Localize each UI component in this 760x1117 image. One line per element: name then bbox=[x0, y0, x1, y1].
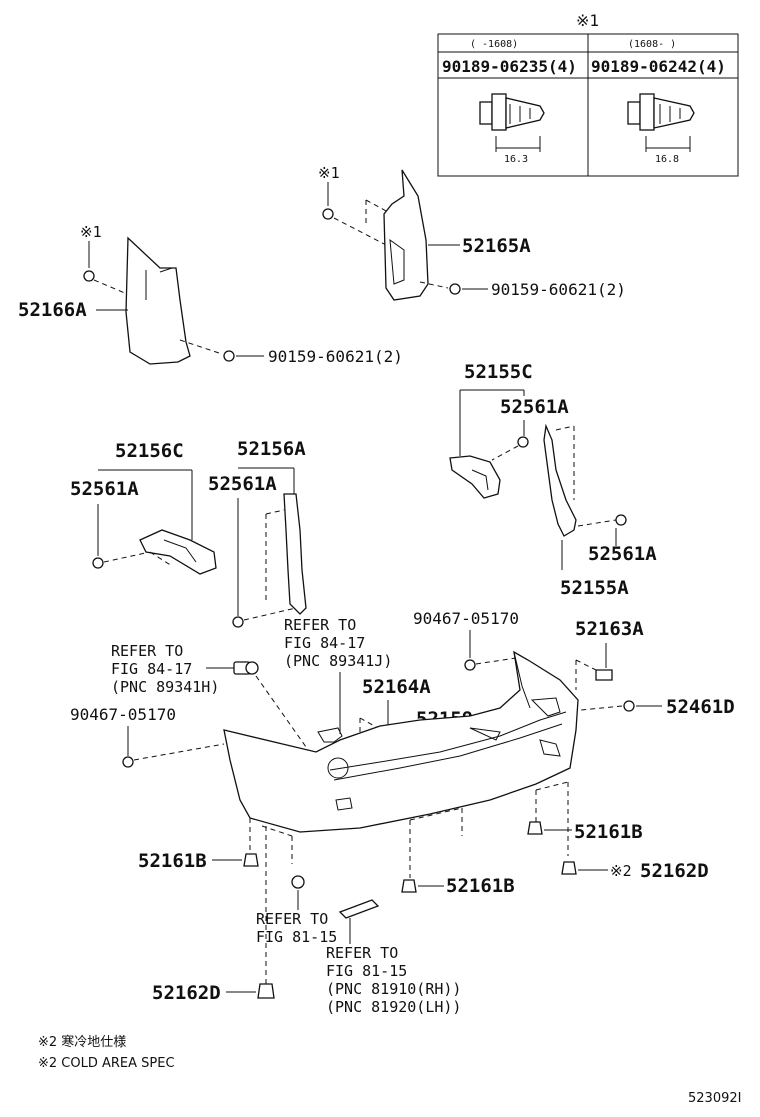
ref-r3-line-2: FIG 81-15 bbox=[256, 928, 337, 946]
part-52156C: 52156C bbox=[115, 440, 184, 462]
mark-1-left: ※1 bbox=[80, 223, 102, 241]
footnote-en: ※2 COLD AREA SPEC bbox=[38, 1056, 175, 1071]
part-52561A-center: 52561A bbox=[208, 473, 277, 495]
clip-52162D-right bbox=[561, 861, 608, 875]
clip-52161B-left bbox=[212, 853, 259, 867]
bolt-90467-05170-left: 90467-05170 bbox=[70, 705, 176, 724]
ref-r1-line-2: FIG 84-17 bbox=[284, 634, 365, 652]
part-52161B-left: 52161B bbox=[138, 850, 207, 872]
part-52155C: 52155C bbox=[464, 361, 533, 383]
part-52162D-right: 52162D bbox=[640, 860, 709, 882]
part-52156A: 52156A bbox=[237, 438, 306, 460]
clip-table-mark: ※1 bbox=[576, 11, 599, 30]
clip-col2-dim: 16.8 bbox=[655, 154, 679, 165]
ref-r4-line-3: (PNC 81910(RH)) bbox=[326, 980, 461, 998]
part-52561A-right-bottom: 52561A bbox=[588, 543, 657, 565]
screw-90159-60621-a: 90159-60621(2) bbox=[491, 280, 626, 299]
part-52164A: 52164A bbox=[362, 676, 431, 698]
pad-52163A bbox=[595, 669, 613, 681]
part-52161B-center: 52161B bbox=[446, 875, 515, 897]
part-52162D-left: 52162D bbox=[152, 982, 221, 1004]
screw-icon bbox=[449, 283, 461, 295]
clip-col2-part: 90189-06242(4) bbox=[591, 57, 726, 76]
clip-icon-06235 bbox=[479, 93, 545, 152]
clip-col2-range: (1608- ) bbox=[628, 39, 676, 50]
ref-r2-line-3: (PNC 89341H) bbox=[111, 678, 219, 696]
part-52156C-drawing bbox=[92, 529, 217, 575]
part-52165A: 52165A bbox=[462, 235, 531, 257]
part-52155A-drawing bbox=[543, 423, 627, 537]
clip-table: ※1 ( -1608) (1608- ) 90189-06235(4) 9018… bbox=[437, 11, 739, 177]
reference-r2: REFER TO FIG 84-17 (PNC 89341H) bbox=[111, 642, 219, 696]
footnote-jp: ※2 寒冷地仕様 bbox=[38, 1034, 126, 1050]
reference-r3: REFER TO FIG 81-15 bbox=[256, 910, 337, 946]
part-52163A: 52163A bbox=[575, 618, 644, 640]
clip-icon-06242 bbox=[627, 93, 695, 152]
part-52166A-drawing: ※1 bbox=[80, 223, 264, 365]
part-52561A-left: 52561A bbox=[70, 478, 139, 500]
ref-r1-line-1: REFER TO bbox=[284, 616, 356, 634]
part-52165A-drawing: ※1 bbox=[318, 164, 488, 301]
screw-90159-60621-b: 90159-60621(2) bbox=[268, 347, 403, 366]
clip-col1-range: ( -1608) bbox=[470, 39, 518, 50]
clip-col1-dim: 16.3 bbox=[504, 154, 528, 165]
bolt-icon-left bbox=[122, 756, 134, 768]
bolt-icon-right bbox=[464, 659, 476, 671]
part-52461D: 52461D bbox=[666, 696, 735, 718]
part-52161B-right: 52161B bbox=[574, 821, 643, 843]
bolt-90467-05170-right: 90467-05170 bbox=[413, 609, 519, 628]
ref-r3-line-1: REFER TO bbox=[256, 910, 328, 928]
reflector-drawing bbox=[338, 899, 380, 919]
clip-icon-left bbox=[83, 270, 95, 282]
ref-r4-line-4: (PNC 81920(LH)) bbox=[326, 998, 461, 1016]
diagram-id: 523092I bbox=[688, 1091, 741, 1106]
clip-col1-part: 90189-06235(4) bbox=[442, 57, 577, 76]
screw-52461D bbox=[623, 700, 635, 712]
sensor-89341J bbox=[317, 727, 343, 743]
part-52155C-drawing bbox=[449, 436, 529, 499]
ref-r3-part bbox=[291, 875, 305, 889]
mark-1-top: ※1 bbox=[318, 164, 340, 182]
reference-r4: REFER TO FIG 81-15 (PNC 81910(RH)) (PNC … bbox=[326, 944, 461, 1016]
ref-r1-line-3: (PNC 89341J) bbox=[284, 652, 392, 670]
part-52166A: 52166A bbox=[18, 299, 87, 321]
reference-r1: REFER TO FIG 84-17 (PNC 89341J) bbox=[284, 616, 392, 670]
mark-2: ※2 bbox=[610, 862, 632, 880]
clip-icon bbox=[322, 208, 334, 220]
sensor-89341H-drawing bbox=[233, 661, 259, 675]
ref-r2-line-2: FIG 84-17 bbox=[111, 660, 192, 678]
ref-r4-line-1: REFER TO bbox=[326, 944, 398, 962]
part-52156A-drawing bbox=[232, 493, 307, 628]
clip-52162D-left bbox=[226, 983, 275, 999]
screw-icon-left bbox=[223, 350, 235, 362]
clip-52161B-center bbox=[401, 879, 444, 893]
ref-r2-line-1: REFER TO bbox=[111, 642, 183, 660]
ref-r4-line-2: FIG 81-15 bbox=[326, 962, 407, 980]
part-52155A: 52155A bbox=[560, 577, 629, 599]
bumper-cover-drawing bbox=[223, 650, 579, 984]
part-52561A-right-top: 52561A bbox=[500, 396, 569, 418]
clip-52161B-right bbox=[527, 821, 572, 835]
